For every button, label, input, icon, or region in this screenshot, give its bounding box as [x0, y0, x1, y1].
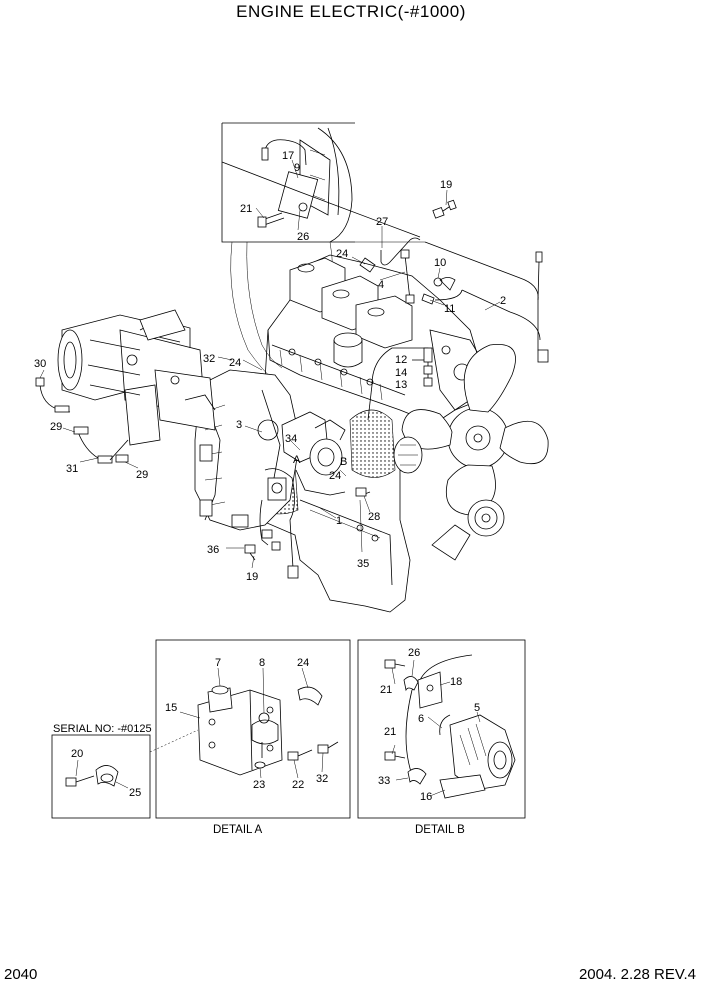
callout-label: 24 [229, 357, 241, 369]
detail-a-box [149, 639, 351, 819]
callout-label: 9 [294, 162, 300, 174]
detail-b-caption: DETAIL B [415, 824, 465, 836]
callout-label: 26 [408, 647, 420, 659]
callout-label: 19 [440, 179, 452, 191]
page-title: ENGINE ELECTRIC(-#1000) [236, 2, 466, 21]
detail-a-callouts: 7 8 24 15 23 22 32 [165, 657, 328, 791]
callout-label: 16 [420, 791, 432, 803]
callout-label: 25 [129, 787, 141, 799]
callout-label: 23 [253, 779, 265, 791]
revision-date: 2004. 2.28 REV.4 [578, 966, 696, 983]
temp-sensor-group [367, 347, 433, 421]
callout-label: B [340, 456, 347, 468]
callout-label: 12 [395, 354, 407, 366]
callout-label: 34 [285, 433, 297, 445]
callout-label: 10 [434, 257, 446, 269]
callout-label: 7 [215, 657, 221, 669]
callout-label: 31 [66, 463, 78, 475]
callout-label: 24 [297, 657, 309, 669]
callout-label: 15 [165, 702, 177, 714]
upper-small-parts [359, 199, 457, 305]
top-inset [221, 122, 421, 243]
serial-box-title: SERIAL NO: -#0125 [53, 723, 152, 735]
callout-label: 27 [376, 216, 388, 228]
callout-label: A [293, 454, 301, 466]
callout-label: 13 [395, 379, 407, 391]
callout-label: 35 [357, 558, 369, 570]
callout-label: 4 [378, 279, 384, 291]
callout-label: 11 [444, 303, 455, 315]
callout-label: 19 [246, 571, 258, 583]
callout-label: 22 [292, 779, 304, 791]
callout-label: 14 [395, 367, 407, 379]
callout-label: 32 [203, 353, 215, 365]
callout-label: 3 [236, 419, 242, 431]
cooling-fan [401, 343, 549, 561]
callout-label: 8 [259, 657, 265, 669]
serial-box [51, 734, 151, 819]
callout-label: 24 [336, 248, 348, 260]
callout-label: 18 [450, 676, 462, 688]
callout-label: 30 [34, 358, 46, 370]
callout-label: 21 [240, 203, 252, 215]
callout-label: 26 [297, 231, 309, 243]
starter-motor [244, 411, 371, 579]
callout-label: 29 [50, 421, 62, 433]
callout-label: 32 [316, 773, 328, 785]
callout-label: 17 [282, 150, 294, 162]
detail-a-caption: DETAIL A [213, 824, 263, 836]
harness-wire-2 [424, 241, 549, 363]
callout-label: 1 [336, 515, 342, 527]
callout-label: 6 [418, 713, 424, 725]
callout-label: 24 [329, 470, 341, 482]
alternator-main [393, 436, 423, 474]
detail-b-box [357, 639, 526, 819]
callout-label: 21 [384, 726, 396, 738]
main-view-callouts: 17 9 21 26 19 27 24 4 10 11 2 32 24 12 1… [34, 150, 506, 583]
callout-label: 33 [378, 775, 390, 787]
hydraulic-pump [57, 309, 216, 446]
leader-lines-main [39, 159, 501, 569]
page-number: 2040 [4, 966, 38, 983]
callout-label: 5 [474, 702, 480, 714]
detail-b-callouts: 26 21 18 6 5 21 33 16 [378, 647, 480, 803]
callout-label: 2 [500, 295, 506, 307]
callout-label: 36 [207, 544, 219, 556]
callout-label: 21 [380, 684, 392, 696]
callout-label: 20 [71, 748, 83, 760]
callout-label: 28 [368, 511, 380, 523]
callout-label: 29 [136, 469, 148, 481]
